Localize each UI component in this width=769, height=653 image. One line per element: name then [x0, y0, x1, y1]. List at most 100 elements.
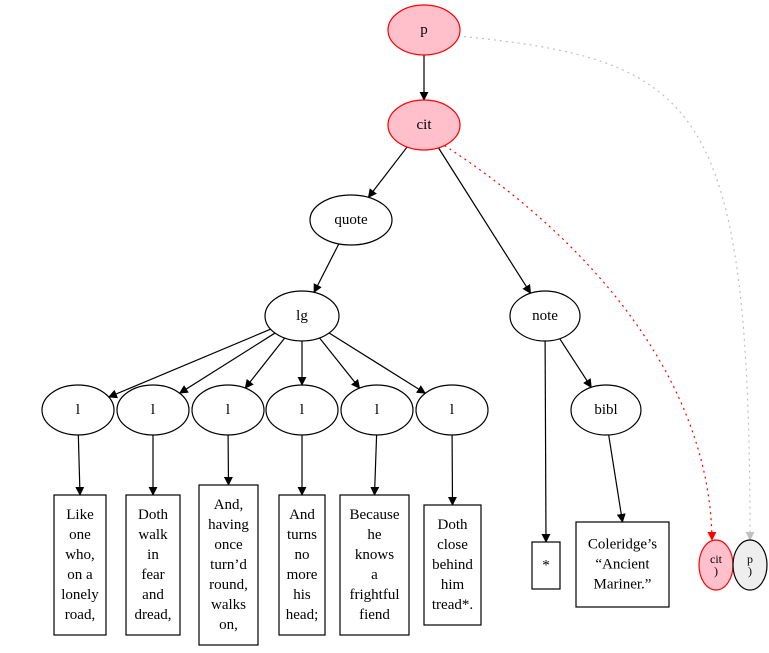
node-p_close: p): [732, 539, 768, 591]
node-t4-label-2: no: [295, 547, 310, 563]
node-note: note: [509, 290, 581, 342]
node-t2-label-4: and: [142, 587, 164, 603]
node-t3-label-3: turn’d: [210, 557, 247, 573]
node-t1-label-3: on a: [67, 567, 93, 583]
edge-lg-l5: [319, 337, 361, 389]
edge-lg-l6: [328, 332, 427, 394]
node-p_close-label-0: p: [747, 552, 753, 566]
node-t6-box: [423, 504, 482, 626]
node-t2-label-1: walk: [138, 527, 168, 543]
node-cit_close-label-0: cit: [710, 552, 723, 566]
node-t6-label-0: Doth: [438, 517, 469, 533]
node-p: p: [387, 4, 461, 56]
edge-l5-t5: [370, 434, 380, 496]
node-t6-label-3: him: [441, 577, 465, 593]
node-p_close-label-1: ): [748, 564, 752, 578]
node-t4-label-3: more: [287, 567, 318, 583]
node-l3-label-0: l: [226, 402, 230, 418]
node-note-shape: [509, 290, 581, 342]
node-t5: Because he knows a frightful fiend: [339, 494, 410, 636]
node-t4-box: [278, 494, 326, 636]
node-cit-shape: [387, 99, 461, 151]
node-t8-box: [575, 521, 670, 608]
node-t3-label-2: once: [214, 537, 243, 553]
node-t5-label-4: frightful: [350, 587, 400, 603]
node-t5-label-5: fiend: [359, 607, 390, 623]
node-quote: quote: [309, 194, 393, 246]
node-t2-label-5: dread,: [134, 607, 171, 623]
node-l1-label-0: l: [76, 402, 80, 418]
node-p-shape: [387, 4, 461, 56]
node-t5-label-1: he: [367, 527, 382, 543]
node-t1-box: [53, 494, 107, 636]
node-bibl-shape: [570, 384, 642, 436]
node-bibl-label-0: bibl: [594, 402, 617, 418]
node-t3-label-4: round,: [209, 577, 248, 593]
node-l1-shape: [41, 384, 115, 436]
node-quote-label-0: quote: [334, 212, 368, 228]
node-t1-label-4: lonely: [61, 587, 99, 603]
edge-lg-l2: [178, 332, 276, 394]
node-t5-label-3: a: [371, 567, 378, 583]
node-t2-label-2: in: [147, 547, 159, 563]
node-t7-box: [531, 541, 561, 590]
node-t8-label-2: Mariner.”: [594, 577, 652, 593]
node-t7-label-0: *: [542, 558, 550, 574]
edge-quote-lg: [313, 243, 340, 294]
node-t1-label-2: who,: [65, 547, 95, 563]
node-l5-label-0: l: [375, 402, 379, 418]
node-l4-shape: [265, 384, 339, 436]
node-t3-label-6: on,: [219, 617, 238, 633]
node-l3-shape: [191, 384, 265, 436]
edge-cit-note: [437, 147, 532, 294]
node-l2-shape: [116, 384, 190, 436]
edges-layer: [75, 35, 755, 543]
edge-l1-t1: [75, 434, 85, 496]
node-l4-label-0: l: [300, 402, 304, 418]
node-l5: l: [340, 384, 414, 436]
node-lg-shape: [264, 290, 340, 342]
node-l6-label-0: l: [450, 402, 454, 418]
node-t3-label-0: And,: [214, 497, 244, 513]
node-t4-label-0: And: [289, 507, 315, 523]
node-t6-label-1: close: [437, 537, 468, 553]
node-cit_close: cit): [698, 539, 734, 591]
node-cit: cit: [387, 99, 461, 151]
node-p-label-0: p: [420, 22, 428, 38]
edge-cit-quote: [367, 146, 408, 199]
node-t4-label-1: turns: [287, 527, 317, 543]
edge-note-t7: [541, 340, 551, 543]
node-l5-shape: [340, 384, 414, 436]
node-t5-label-0: Because: [350, 507, 400, 523]
node-cit-label-0: cit: [417, 117, 433, 133]
node-t5-label-2: knows: [355, 547, 394, 563]
edge-note-bibl: [559, 338, 592, 389]
node-l2-label-0: l: [151, 402, 155, 418]
node-t8-label-0: Coleridge’s: [588, 537, 657, 553]
node-l6: l: [415, 384, 489, 436]
edge-cit-cit_close: [444, 145, 717, 541]
edge-p-p_close: [457, 35, 755, 541]
node-lg-label-0: lg: [296, 308, 308, 324]
node-quote-shape: [309, 194, 393, 246]
node-t2-box: [125, 494, 181, 636]
node-l6-shape: [415, 384, 489, 436]
node-t3-box: [198, 484, 259, 646]
node-l3: l: [191, 384, 265, 436]
node-p_close-shape: [732, 539, 768, 591]
node-t6-label-4: tread*.: [432, 597, 473, 613]
node-l1: l: [41, 384, 115, 436]
node-bibl: bibl: [570, 384, 642, 436]
node-t1-label-1: one: [69, 527, 91, 543]
node-t2-label-3: fear: [141, 567, 164, 583]
node-t4-label-5: head;: [286, 607, 318, 623]
node-t3-label-5: walks: [211, 597, 246, 613]
node-t5-box: [339, 494, 410, 636]
